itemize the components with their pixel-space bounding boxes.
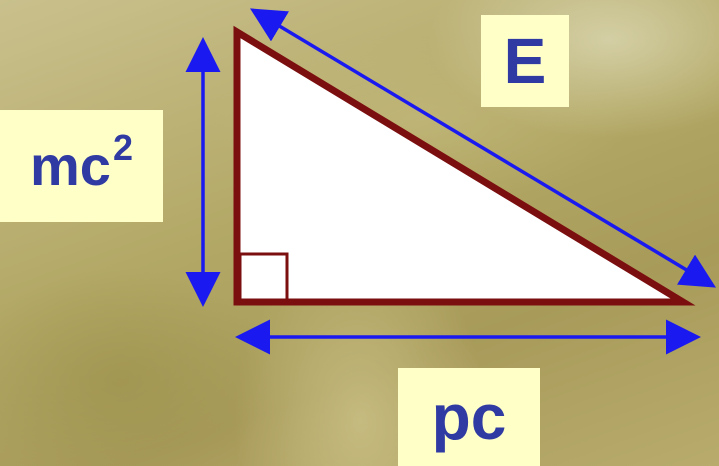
energy-label-text: E: [503, 25, 547, 97]
energy-label: E: [481, 15, 569, 107]
momentum-label-text: pc: [431, 381, 507, 453]
momentum-label: pc: [398, 368, 540, 466]
rest-energy-label-base: mc: [30, 134, 111, 197]
rest-energy-label-exponent: 2: [112, 127, 133, 168]
right-triangle: [233, 25, 696, 306]
hypotenuse-arrow: [249, 8, 717, 288]
